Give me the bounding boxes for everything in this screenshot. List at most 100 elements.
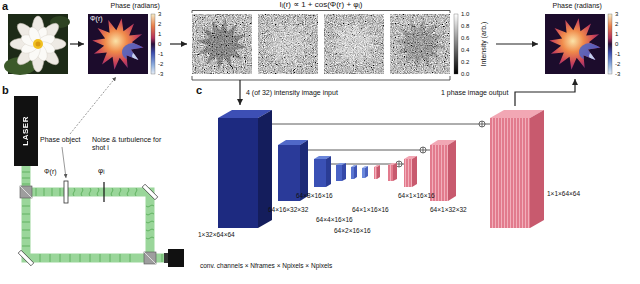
colorbar-title: Phase (radians) [111,2,160,10]
flow-arrow [70,43,84,44]
tick-label: -2 [615,61,620,68]
tick-label: 2 [615,21,618,28]
flower-center [33,39,43,49]
phase-object-shape [546,15,605,74]
laser-beam [26,166,168,258]
wavefronts [22,172,162,262]
output-block [530,110,544,228]
bottleneck-block [365,166,368,178]
tick-label: 0.2 [461,59,469,66]
phase-object-shape [89,15,148,74]
intensity-image [192,14,252,74]
flow-label: 4 (of 32) intensity image input [246,89,338,97]
tick-label: 3 [615,11,618,18]
equation: Iᵢ(r) ∝ 1 + cos(Φ(r) + φᵢ) [280,0,363,9]
encoder-block [336,165,342,181]
leader-line [62,147,66,178]
flow-arrow [170,43,187,44]
intensity-pattern [391,15,450,74]
encoder-block [314,159,326,187]
tick-label: 3 [158,11,161,18]
flow-arrow [496,43,538,44]
tick-label: -1 [158,51,163,58]
dimension-label: 64×16×32×32 [268,206,308,213]
axis-note: conv. channels × Nframes × Npixels × Npi… [200,262,332,269]
colorbar [608,14,612,74]
tick-label: 0 [158,41,161,48]
tick-label: 2 [158,21,161,28]
dimension-label: 1×32×64×64 [198,231,235,238]
colorbar-title: Intensity (arb.) [480,22,488,67]
phase-wrap-region [579,43,601,61]
tick-label: -2 [158,61,163,68]
panel-letter: c [196,84,202,97]
dimension-label: 64×4×16×16 [316,216,353,223]
tick-label: -3 [158,71,163,78]
beam-splitter [144,252,156,264]
colorbar-title: Phase (radians) [553,2,602,10]
dimension-label: 64×1×16×16 [398,192,435,199]
phase-wrap-region [122,43,144,61]
decoder-block [448,140,456,201]
dimension-label: 64×2×16×16 [334,227,371,234]
intensity-image [324,14,384,74]
encoder-block [351,167,354,179]
part-label: Phase object [40,136,80,144]
beam-splitter [20,186,32,198]
colorbar [454,14,458,74]
intensity-pattern [193,15,252,74]
bracket [192,11,450,14]
dimension-label: 64×8×16×16 [296,192,333,199]
mirror [18,250,34,266]
part-label: Noise & turbulence for shot i [92,136,166,152]
flow-label: 1 phase image output [441,89,508,97]
dimension-label: 1×1×64×64 [547,190,580,197]
panel-letter: b [2,84,9,97]
laser-box: LASER [14,96,38,166]
tick-label: 1 [615,31,618,38]
decoder-block [377,165,380,179]
symbol-label: Φ(r) [90,15,103,23]
petal [14,20,42,48]
encoder-block [218,118,258,228]
intensity-pattern [259,15,318,74]
decoder-block [393,163,397,181]
symbol-label: Φ(r) [44,168,57,176]
tick-label: 0 [615,41,618,48]
symbol-label: φᵢ [98,166,104,175]
box-text: LASER [22,116,31,146]
tick-label: 0.4 [461,47,469,54]
mirror [142,184,158,200]
intensity-image [390,14,450,74]
tick-label: 1 [158,31,161,38]
intensity-image [258,14,318,74]
phase-wrap-region [132,52,142,60]
encoder-block [342,163,346,181]
decoder-block [374,167,377,179]
phase-wrap-region [589,52,599,60]
flower-center [36,42,41,47]
turbulence-line [103,182,104,202]
decoder-block [404,159,412,187]
phase-image [545,14,605,74]
phase-object [64,181,68,203]
tick-label: 0.8 [461,23,469,30]
decoder-block [412,156,417,187]
panel-letter: a [2,0,8,13]
flower-photo [10,16,66,72]
encoder-block [354,165,357,179]
flow-arrow [515,79,575,106]
colorbar [151,14,155,74]
beam-splitter [144,252,156,264]
intensity-pattern [325,15,384,74]
leader-line [70,77,116,134]
decoder-block [388,165,393,181]
camera [168,249,184,267]
flow-arrow [239,80,240,105]
output-block [490,118,530,228]
dimension-label: 64×1×32×32 [430,206,467,213]
dimension-label: 64×1×16×16 [352,206,389,213]
beam-splitter [20,186,32,198]
tick-label: -1 [615,51,620,58]
